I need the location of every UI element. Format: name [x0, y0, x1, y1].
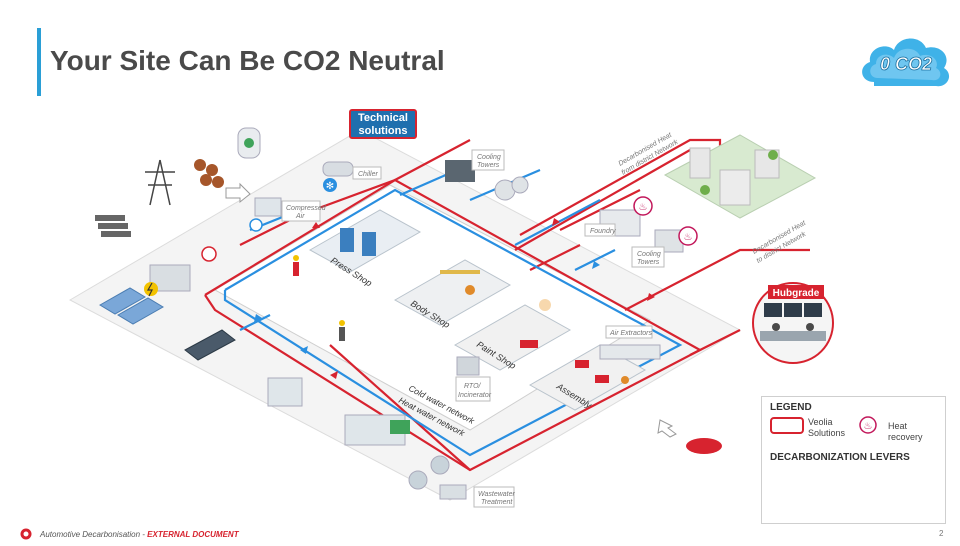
footer-text: Automotive Decarbonisation - EXTERNAL DO…: [40, 530, 239, 539]
co2-badge-text: 0 CO2: [880, 54, 932, 74]
label-air-extractors: Air Extractors: [605, 325, 653, 339]
paint-shop-building: [453, 299, 572, 371]
heat-icon-left: [201, 246, 217, 262]
heat-recovery-icon-foundry: ♨: [633, 196, 653, 216]
title-accent-bar: [37, 28, 41, 96]
lightning-icon: [144, 282, 158, 297]
pylon-icon: [145, 159, 175, 206]
label-foundry: Foundry: [584, 223, 616, 237]
input-arrow: [225, 182, 251, 204]
svg-text:Foundry: Foundry: [590, 228, 616, 235]
svg-text:Towers: Towers: [477, 162, 500, 169]
label-rto: RTO/Incinerator: [455, 376, 492, 402]
svg-text:Towers: Towers: [637, 259, 660, 266]
co2-cloud-badge: 0 CO2: [862, 38, 950, 87]
assembly-building: [528, 344, 647, 411]
veolia-swatch: [770, 417, 804, 434]
footer-doc-name: Automotive Decarbonisation -: [40, 530, 148, 539]
air-extractor-equipment: [599, 344, 661, 360]
pump-station-equipment: [267, 377, 303, 407]
legend-veolia-label: Veolia Solutions: [808, 417, 846, 438]
pipes-stack-icon: [95, 215, 131, 237]
svg-text:Air Extractors: Air Extractors: [609, 330, 653, 337]
flow-arrows-cold: [254, 261, 600, 354]
svg-text:Treatment: Treatment: [481, 499, 513, 506]
svg-text:Compressed: Compressed: [286, 205, 327, 212]
worker-icon-1: [293, 255, 299, 276]
water-treatment-equipment: [344, 414, 467, 500]
gas-cylinder-icon: [237, 127, 261, 159]
logs-icon: [194, 159, 224, 188]
page-number: 2: [939, 529, 944, 538]
svg-text:Cooling: Cooling: [477, 154, 501, 161]
rto-equipment: [456, 356, 480, 376]
hubgrade-label: Hubgrade: [773, 288, 820, 299]
label-chiller: Chiller: [352, 166, 382, 180]
gauge-icon: [249, 218, 263, 232]
snowflake-icon: ✻: [323, 178, 337, 192]
cooling-towers-top-equipment: [445, 160, 529, 201]
legend-title: LEGEND: [770, 402, 812, 413]
svg-text:♨: ♨: [864, 421, 873, 432]
heat-water-network: [204, 138, 810, 472]
svg-text:Incinerator: Incinerator: [458, 392, 492, 399]
solar-panels-left: [99, 287, 164, 325]
hubgrade-control-room: Hubgrade: [752, 282, 834, 364]
technical-solutions-box: Technical solutions: [349, 109, 417, 139]
svg-text:✻: ✻: [326, 181, 334, 192]
veolia-logo-icon: [20, 528, 32, 540]
press-shop-building: [308, 209, 422, 273]
svg-text:♨: ♨: [684, 232, 693, 243]
svg-text:Wastewater: Wastewater: [478, 491, 515, 498]
district-city-block: [663, 134, 817, 219]
worker-icon-2: [339, 320, 345, 341]
compressed-air-equipment: [254, 197, 282, 217]
legend-heat-recovery-label: Heat recovery: [888, 421, 923, 442]
page-title: Your Site Can Be CO2 Neutral: [50, 45, 445, 76]
legend-panel: LEGEND Veolia Solutions ♨ Heat recovery …: [761, 396, 946, 524]
svg-text:Chiller: Chiller: [358, 171, 379, 178]
heat-recovery-legend-icon: ♨: [859, 416, 877, 434]
svg-text:♨: ♨: [639, 202, 648, 213]
exit-arrow: [657, 419, 677, 438]
flow-arrows-heat: [312, 218, 655, 379]
footer-external-label: EXTERNAL DOCUMENT: [147, 530, 239, 539]
legend-decarbonization-levers: DECARBONIZATION LEVERS: [770, 452, 910, 463]
body-shop-building: [393, 259, 512, 326]
solar-panels-lower: [184, 329, 236, 361]
svg-text:RTO/: RTO/: [464, 383, 482, 390]
svg-text:Cooling: Cooling: [637, 251, 661, 258]
chiller-equipment: [322, 161, 354, 177]
red-car-exit: [686, 438, 722, 454]
heat-recovery-icon-cooling: ♨: [678, 226, 698, 246]
svg-text:Air: Air: [295, 213, 305, 220]
